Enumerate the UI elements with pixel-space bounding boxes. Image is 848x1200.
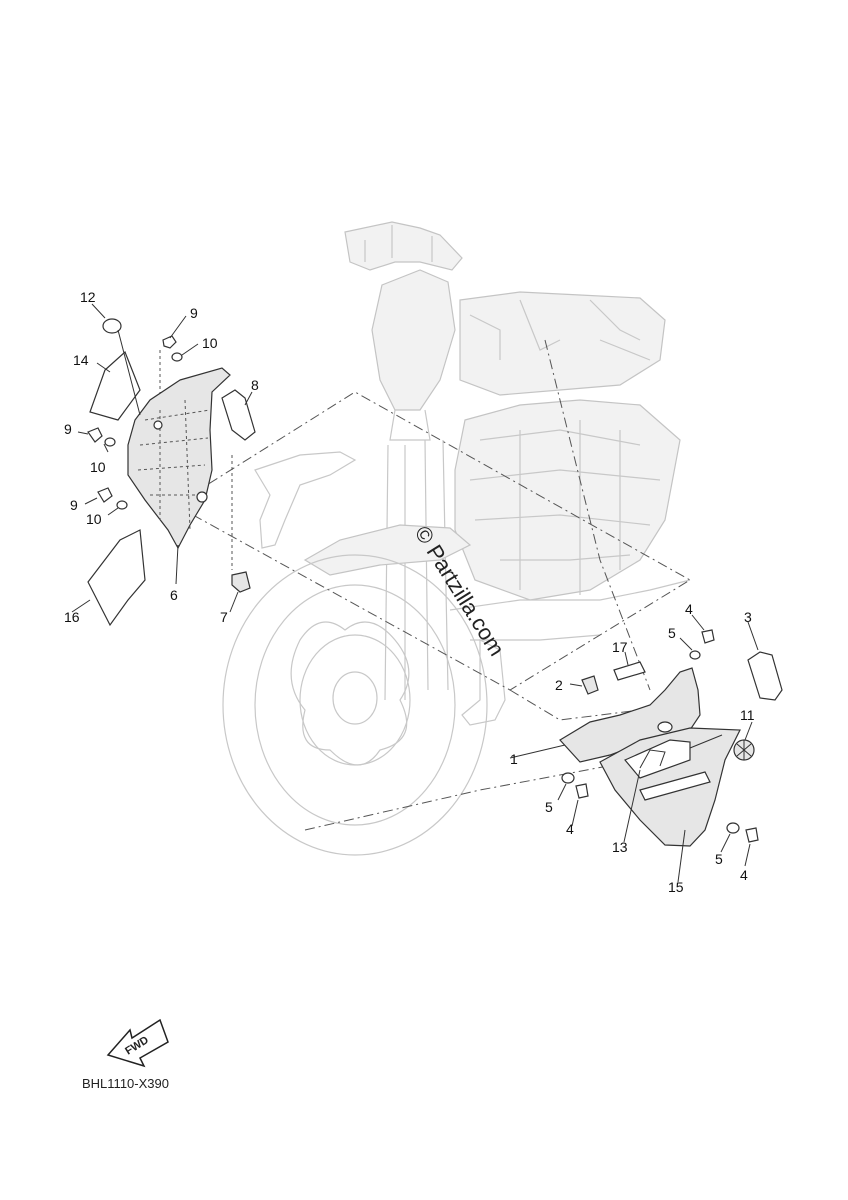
callout-1: 1 bbox=[510, 751, 518, 767]
bolt-part-9-low[interactable] bbox=[97, 487, 113, 503]
clip-part-2[interactable] bbox=[581, 675, 599, 695]
washer-part-5-left[interactable] bbox=[561, 772, 575, 784]
callout-15: 15 bbox=[668, 879, 684, 895]
callout-5: 5 bbox=[545, 799, 553, 815]
callout-8: 8 bbox=[251, 377, 259, 393]
callout-3: 3 bbox=[744, 609, 752, 625]
diagram-code: BHL1110-X390 bbox=[82, 1076, 169, 1091]
washer-part-10-mid[interactable] bbox=[104, 437, 116, 447]
emblem-part-13[interactable] bbox=[624, 739, 691, 779]
callout-14: 14 bbox=[73, 352, 89, 368]
callout-4: 4 bbox=[740, 867, 748, 883]
bolt-part-9-top[interactable] bbox=[162, 335, 177, 349]
bolt-part-4-right[interactable] bbox=[745, 827, 759, 843]
left-cover-assembly bbox=[71, 303, 256, 627]
callout-7: 7 bbox=[220, 609, 228, 625]
panel-part-16[interactable] bbox=[87, 529, 146, 627]
callout-5: 5 bbox=[715, 851, 723, 867]
forward-arrow-icon: FWD bbox=[106, 1018, 169, 1068]
grommet-circle bbox=[196, 491, 208, 503]
side-cover-part-6[interactable] bbox=[127, 367, 231, 550]
callout-4: 4 bbox=[685, 601, 693, 617]
washer-part-5-top[interactable] bbox=[689, 650, 701, 660]
callout-12: 12 bbox=[80, 289, 96, 305]
callout-9: 9 bbox=[70, 497, 78, 513]
callout-16: 16 bbox=[64, 609, 80, 625]
tape-part-17[interactable] bbox=[613, 661, 646, 681]
bolt-part-4-top[interactable] bbox=[701, 629, 715, 644]
callout-labels: 12 9 10 14 8 9 10 9 10 6 16 7 4 3 5 17 2… bbox=[64, 289, 755, 895]
callout-11: 11 bbox=[740, 707, 755, 723]
callout-10: 10 bbox=[202, 335, 218, 351]
bolt-part-9-mid[interactable] bbox=[87, 427, 103, 443]
right-cover-assembly bbox=[509, 614, 783, 883]
sticker-part-14[interactable] bbox=[89, 350, 141, 421]
bolt-part-4-left[interactable] bbox=[575, 783, 589, 799]
grommet-circle bbox=[153, 420, 163, 430]
callout-4: 4 bbox=[566, 821, 574, 837]
ring-part-12[interactable] bbox=[102, 318, 122, 334]
callout-10: 10 bbox=[86, 511, 102, 527]
callout-9: 9 bbox=[190, 305, 198, 321]
motorcycle-ghost-outline bbox=[222, 221, 691, 856]
damper-part-8[interactable] bbox=[221, 389, 256, 441]
callout-6: 6 bbox=[170, 587, 178, 603]
clip-part-7[interactable] bbox=[231, 571, 251, 593]
washer-part-10-top[interactable] bbox=[171, 352, 183, 362]
callout-13: 13 bbox=[612, 839, 628, 855]
grommet-circle bbox=[657, 721, 673, 733]
washer-part-10-low[interactable] bbox=[116, 500, 128, 510]
callout-17: 17 bbox=[612, 639, 628, 655]
damper-part-3[interactable] bbox=[747, 651, 783, 701]
callout-9: 9 bbox=[64, 421, 72, 437]
callout-5: 5 bbox=[668, 625, 676, 641]
callout-2: 2 bbox=[555, 677, 563, 693]
washer-part-5-right[interactable] bbox=[726, 822, 740, 834]
callout-10: 10 bbox=[90, 459, 106, 475]
